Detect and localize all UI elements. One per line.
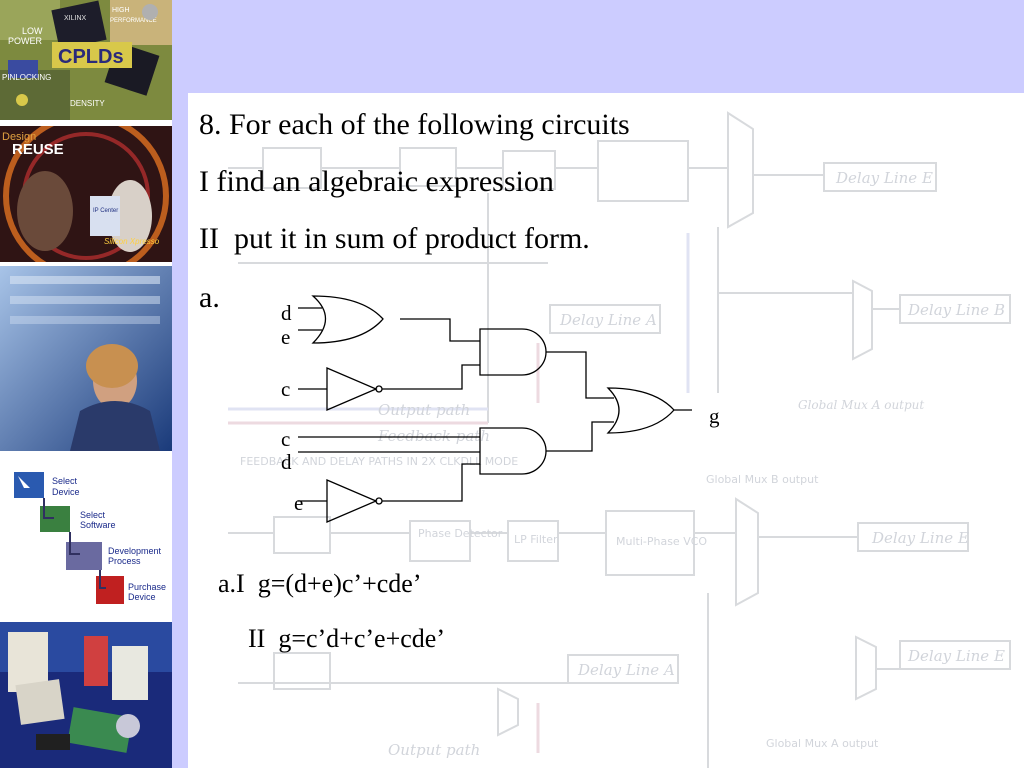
flow-development: Development [108,546,162,556]
input-d-1: d [281,301,292,325]
wm-global-mux-a: Global Mux A output [798,398,924,412]
part-label: a. [199,281,220,314]
flow-software: Software [80,520,116,530]
flow-select-2: Select [80,510,106,520]
flow-process: Process [108,556,141,566]
pinlocking-word: PINLOCKING [2,73,51,82]
input-c-2: c [281,427,290,451]
sidebar-panel-cplds: CPLDs LOW POWER PINLOCKING DENSITY HIGH … [0,0,172,120]
sidebar-panel-flow: Select Device Select Software Developmen… [0,462,172,612]
output-g: g [709,404,720,428]
wm-delay-line-a-2: Delay Line A [577,661,675,679]
low-word: LOW [22,26,43,36]
cplds-word: CPLDs [58,46,124,68]
ip-center-word: IP Center [93,208,118,214]
density-word: DENSITY [70,99,105,108]
silicon-xpresso-word: Silicon Xpresso [104,237,160,246]
flow-purchase: Purchase [128,582,166,592]
answer-part-1: a.I g=(d+e)c’+cde’ [218,569,422,598]
answer-part-2: II g=c’d+c’e+cde’ [248,624,445,653]
wm-output-path: Output path [378,401,470,419]
slide-content: Delay Line E Delay Line B Delay Line A D… [188,93,1024,768]
wm-delay-line-e: Delay Line E [835,169,933,187]
wm-multi-phase-vco: Multi-Phase VCO [616,535,707,548]
and-gate-2 [479,427,547,475]
wm-phase-detector: Phase Detector [418,527,503,540]
design-reuse-image: Design REUSE Silicon Xpresso IP Center [0,126,172,262]
input-c-1: c [281,377,290,401]
or-gate-2 [606,387,675,434]
question-line-2: I find an algebraic expression [199,165,554,198]
top-band [172,0,1024,93]
woman-on-phone-image [0,266,172,451]
flow-device-1: Device [52,487,80,497]
sidebar-panel-design-reuse: Design REUSE Silicon Xpresso IP Center [0,126,172,262]
xilinx-word: XILINX [64,15,87,22]
wm-feedback-caption: FEEDBACK AND DELAY PATHS IN 2X CLKDLL MO… [240,455,518,468]
and-gate-1 [479,328,547,376]
wm-delay-line-e-2: Delay Line E [871,529,969,547]
flow-device-2: Device [128,592,156,602]
wm-output-path-2: Output path [388,741,480,759]
power-word: POWER [8,36,43,46]
wm-delay-line-a: Delay Line A [559,311,657,329]
wm-lp-filter: LP Filter [514,533,558,546]
wm-delay-line-e-3: Delay Line E [907,647,1005,665]
wm-global-mux-b: Global Mux B output [706,473,819,486]
design-flow-image: Select Device Select Software Developmen… [14,472,166,604]
input-d-2: d [281,450,292,474]
logic-circuit: d e c c d e g [281,295,720,523]
wm-delay-line-b: Delay Line B [907,301,1005,319]
sidebar-panel-phone [0,266,172,451]
question-line-3: II put it in sum of product form. [199,222,590,255]
flow-select-1: Select [52,476,78,486]
input-e-2: e [294,491,303,515]
left-band [172,93,188,768]
wm-global-mux-a-2: Global Mux A output [766,737,879,750]
performance-word: PERFORMANCE [110,18,157,24]
product-boxes-image [0,622,172,768]
or-gate-1 [311,295,384,344]
sidebar: CPLDs LOW POWER PINLOCKING DENSITY HIGH … [0,0,172,768]
design-word: Design [2,131,36,143]
high-word: HIGH [112,7,130,14]
inverter-c [326,367,378,411]
wm-feedback-path: Feedback path [377,427,490,445]
cplds-collage-image: CPLDs LOW POWER PINLOCKING DENSITY HIGH … [0,0,172,120]
watermark-schematic: Delay Line E Delay Line B Delay Line A D… [228,111,1011,768]
sidebar-panel-products [0,622,172,768]
inverter-e [326,479,378,523]
input-e-1: e [281,325,290,349]
reuse-word: REUSE [12,141,64,158]
question-line-1: 8. For each of the following circuits [199,108,630,141]
